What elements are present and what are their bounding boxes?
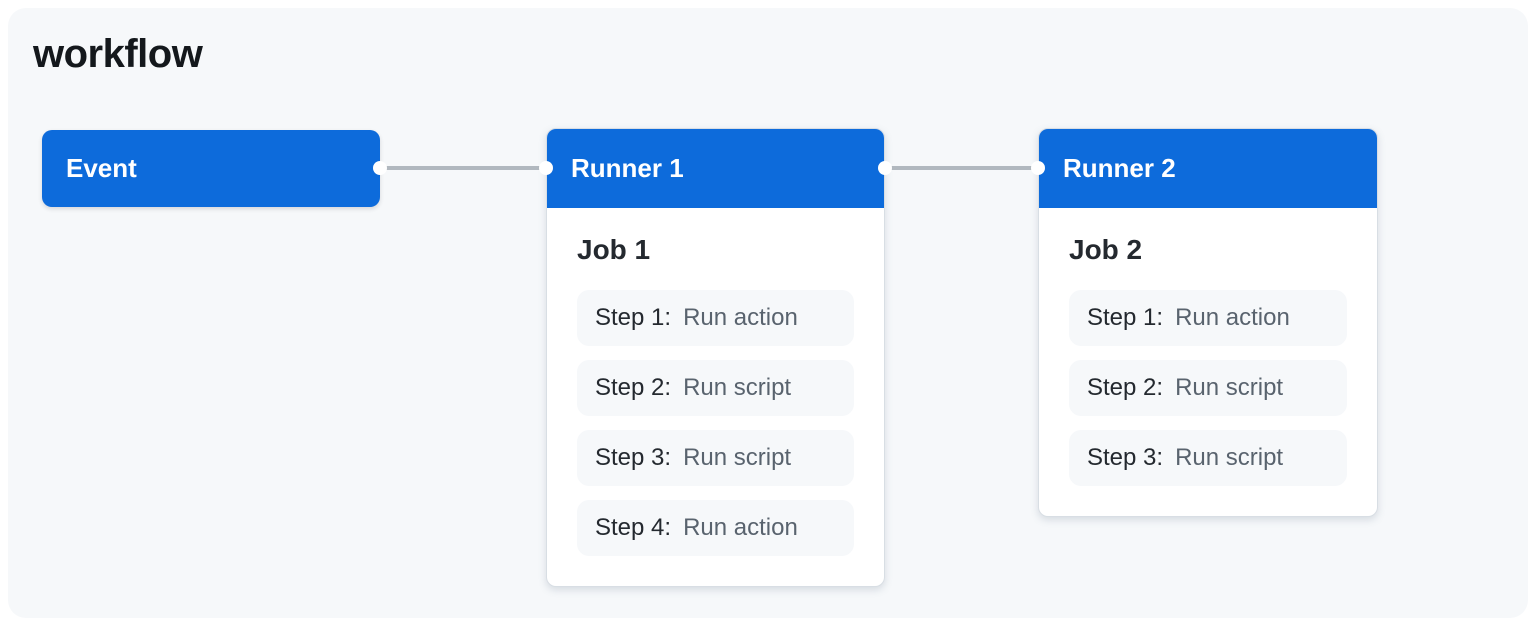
step-label: Step 1: [1087,304,1164,331]
step-row: Step 3: Run script [577,430,854,486]
step-value: Run script [683,374,792,401]
step-label: Step 2: [595,374,672,401]
connector-line [885,166,1038,170]
event-label: Event [66,153,137,183]
step-value: Run action [683,514,798,541]
runner-1-header: Runner 1 [547,129,884,208]
runner-2-card: Runner 2 Job 2 Step 1: Run action Step 2… [1038,128,1378,517]
runner-1-body: Job 1 Step 1: Run action Step 2: Run scr… [547,208,884,586]
step-value: Run script [1175,444,1284,471]
step-row: Step 1: Run action [1069,290,1347,346]
step-row: Step 2: Run script [1069,360,1347,416]
step-value: Run script [1175,374,1284,401]
step-label: Step 2: [1087,374,1164,401]
runner-2-body: Job 2 Step 1: Run action Step 2: Run scr… [1039,208,1377,516]
diagram-title: workflow [33,32,203,76]
step-value: Run action [683,304,798,331]
job-2-title: Job 2 [1069,234,1143,265]
step-value: Run script [683,444,792,471]
connector-dot [1031,161,1045,175]
connector-line [380,166,546,170]
runner-2-label: Runner 2 [1063,153,1176,183]
job-1-title: Job 1 [577,234,651,265]
runner-1-card: Runner 1 Job 1 Step 1: Run action Step 2… [546,128,885,587]
connector-dot [878,161,892,175]
step-row: Step 1: Run action [577,290,854,346]
runner-1-label: Runner 1 [571,153,684,183]
step-label: Step 4: [595,514,672,541]
step-label: Step 3: [595,444,672,471]
runner-2-header: Runner 2 [1039,129,1377,208]
connector-dot [373,161,387,175]
connector-dot [539,161,553,175]
step-label: Step 3: [1087,444,1164,471]
step-row: Step 4: Run action [577,500,854,556]
step-value: Run action [1175,304,1290,331]
step-label: Step 1: [595,304,672,331]
event-node: Event [42,130,380,207]
step-row: Step 2: Run script [577,360,854,416]
step-row: Step 3: Run script [1069,430,1347,486]
